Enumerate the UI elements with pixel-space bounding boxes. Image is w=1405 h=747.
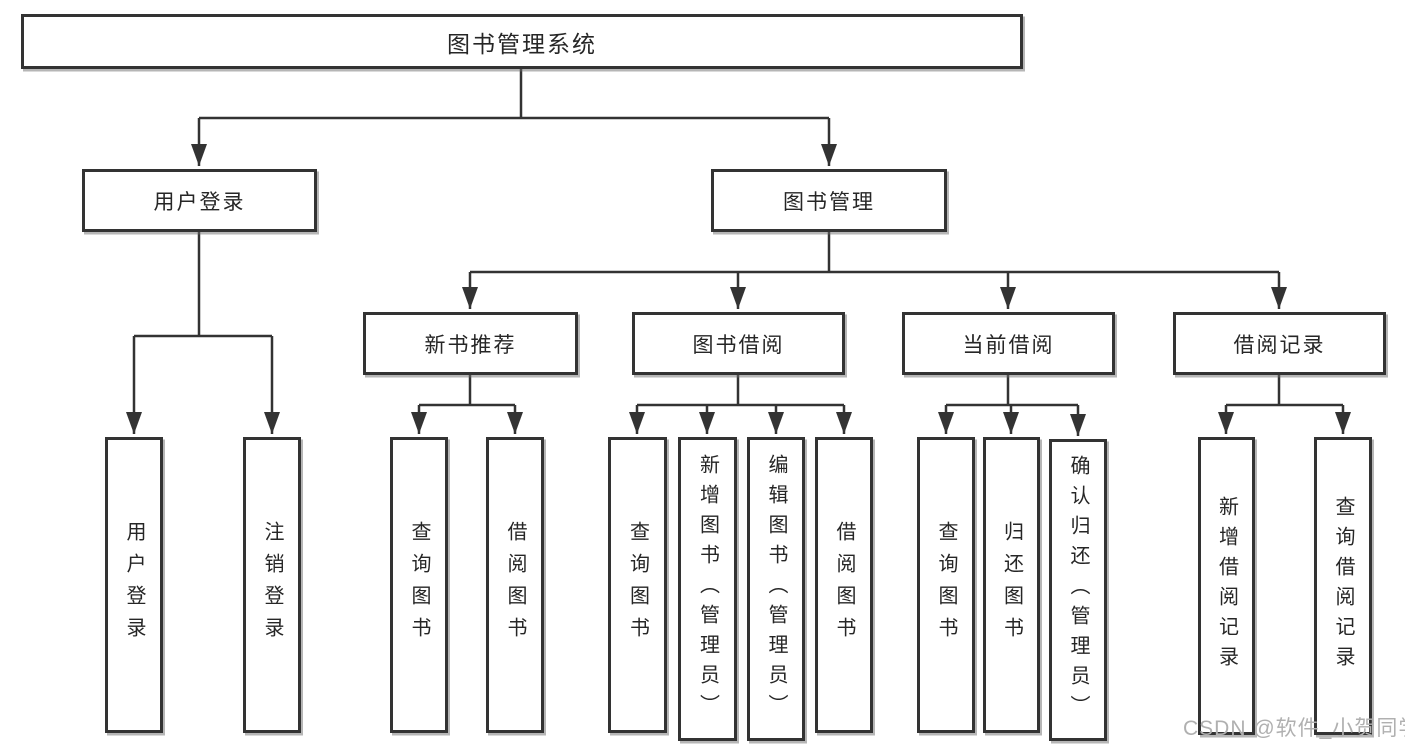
leaf-borrow-borrow-books: 借阅图书: [815, 437, 873, 733]
leaf-logout: 注销登录: [243, 437, 301, 733]
node-book-management: 图书管理: [711, 169, 947, 232]
leaf-label: 编辑图书（管理员）: [765, 454, 787, 724]
leaf-label: 借阅图书: [504, 521, 526, 649]
leaf-label: 查询图书: [408, 521, 430, 649]
leaf-label: 归还图书: [1000, 521, 1023, 649]
leaf-label: 确认归还（管理员）: [1067, 455, 1089, 725]
node-user-login: 用户登录: [82, 169, 317, 232]
node-label: 图书借阅: [692, 333, 785, 357]
node-label: 图书管理系统: [447, 30, 597, 57]
leaf-label: 查询图书: [935, 521, 957, 649]
node-label: 当前借阅: [962, 333, 1055, 357]
connector-group: [126, 69, 1351, 436]
leaf-label: 新增图书（管理员）: [696, 454, 719, 724]
node-label: 用户登录: [153, 190, 246, 214]
node-library-management-system: 图书管理系统: [21, 14, 1023, 69]
node-current-borrow: 当前借阅: [902, 312, 1115, 375]
node-label: 借阅记录: [1233, 333, 1326, 357]
leaf-return-books: 归还图书: [983, 437, 1040, 733]
leaf-label: 查询借阅记录: [1332, 496, 1354, 676]
leaf-edit-books-admin: 编辑图书（管理员）: [747, 437, 805, 741]
leaf-user-login: 用户登录: [105, 437, 163, 733]
leaf-query-borrow-record: 查询借阅记录: [1314, 437, 1372, 735]
node-book-borrow: 图书借阅: [632, 312, 845, 375]
leaf-add-borrow-record: 新增借阅记录: [1198, 437, 1255, 735]
node-new-book-recommend: 新书推荐: [363, 312, 578, 375]
leaf-newbook-borrow-books: 借阅图书: [486, 437, 544, 733]
csdn-watermark: CSDN @软件_小贺同学: [1183, 717, 1405, 740]
leaf-label: 查询图书: [626, 521, 649, 649]
leaf-label: 注销登录: [261, 521, 283, 649]
leaf-current-query-books: 查询图书: [917, 437, 975, 733]
leaf-add-books-admin: 新增图书（管理员）: [678, 437, 737, 741]
node-label: 新书推荐: [424, 333, 517, 357]
leaf-confirm-return-admin: 确认归还（管理员）: [1049, 439, 1107, 741]
leaf-label: 新增借阅记录: [1215, 496, 1238, 676]
node-borrow-records: 借阅记录: [1173, 312, 1386, 375]
leaf-label: 借阅图书: [833, 521, 855, 649]
leaf-borrow-query-books: 查询图书: [608, 437, 667, 733]
leaf-newbook-query-books: 查询图书: [390, 437, 448, 733]
node-label: 图书管理: [783, 190, 875, 214]
leaf-label: 用户登录: [123, 521, 145, 649]
